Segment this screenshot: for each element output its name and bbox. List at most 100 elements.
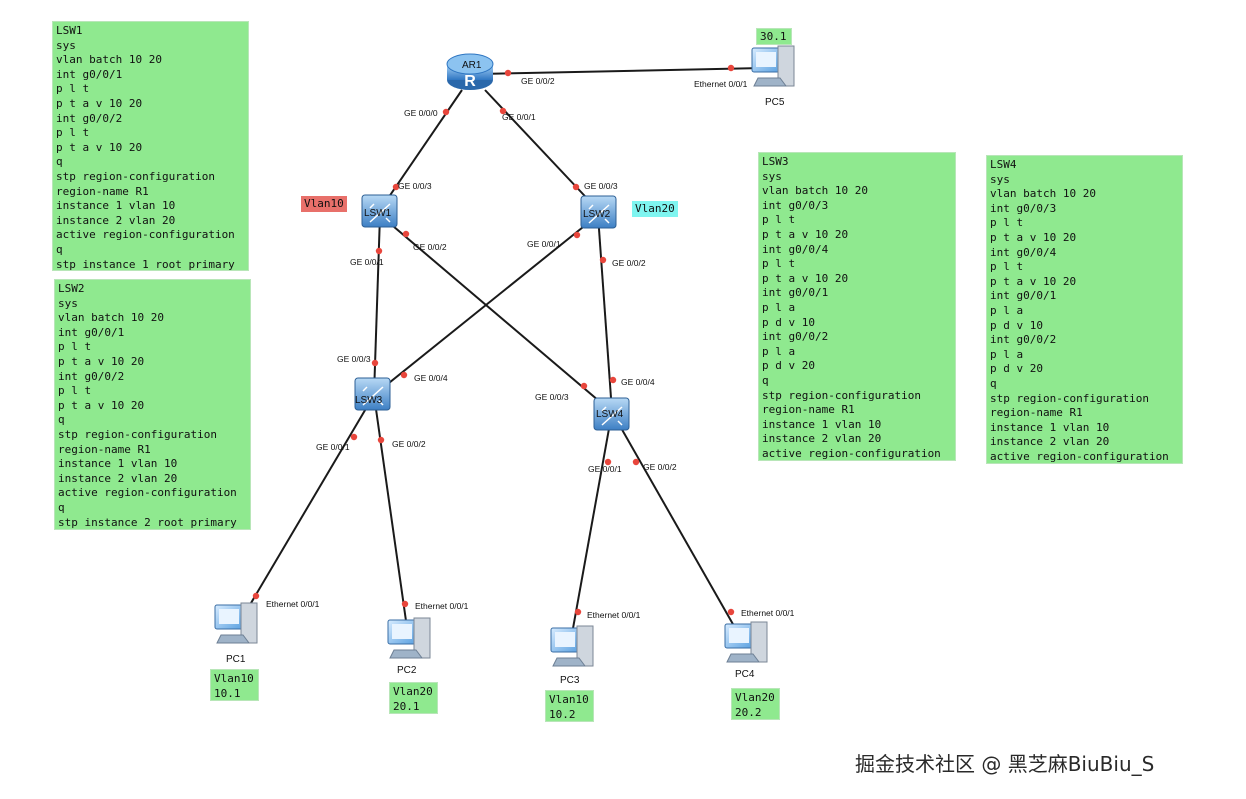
port-label-lsw3-ge003: GE 0/0/3 <box>337 354 371 364</box>
config-line: instance 1 vlan 10 <box>990 420 1110 434</box>
config-line: region-name R1 <box>762 403 855 417</box>
config-line: region-name R1 <box>990 406 1083 420</box>
config-line: int g0/0/1 <box>990 289 1057 303</box>
config-line: LSW4 <box>990 158 1017 171</box>
config-line: instance 1 vlan 10 <box>56 199 176 213</box>
pc-pc2[interactable]: PC2 <box>387 617 431 676</box>
config-line: p t a v 10 20 <box>58 398 145 412</box>
config-line: p l t <box>762 257 796 271</box>
config-line: instance 2 vlan 20 <box>990 435 1110 449</box>
config-line: 10.2 <box>549 707 576 721</box>
link-lsw2-lsw3 <box>373 214 599 396</box>
config-line: p t a v 10 20 <box>990 274 1077 288</box>
config-line: int g0/0/1 <box>56 67 123 81</box>
pc-pc1[interactable]: PC1 <box>214 602 258 665</box>
port-label-pc2-eth: Ethernet 0/0/1 <box>415 601 469 611</box>
config-line: p l t <box>58 384 92 398</box>
link-lsw1-lsw3 <box>373 214 381 396</box>
port-label-lsw1-ge002: GE 0/0/2 <box>413 242 447 252</box>
config-line: p l a <box>762 344 796 358</box>
config-line: stp instance 1 root primary <box>56 257 235 271</box>
link-lsw2-lsw4 <box>597 214 613 413</box>
port-label-lsw2-ge002: GE 0/0/2 <box>612 258 646 268</box>
links <box>237 67 766 646</box>
port-label-lsw4-ge001: GE 0/0/1 <box>588 464 622 474</box>
config-line: Vlan20 <box>393 685 433 698</box>
config-line: p t a v 10 20 <box>762 271 849 285</box>
config-line: p d v 10 <box>990 318 1043 332</box>
link-lsw4-pc4 <box>611 411 743 641</box>
config-line: int g0/0/2 <box>990 333 1057 347</box>
config-line: p l t <box>56 82 90 96</box>
config-line: q <box>58 413 65 427</box>
device-label-lsw3: LSW3 <box>355 395 383 406</box>
config-line: stp region-configuration <box>56 169 215 183</box>
config-line: instance 2 vlan 20 <box>56 213 176 227</box>
config-line: stp region-configuration <box>58 427 217 441</box>
config-line: 20.2 <box>735 705 762 719</box>
config-line: int g0/0/3 <box>762 198 829 212</box>
config-line: p t a v 10 20 <box>56 140 143 154</box>
pc-pc4[interactable]: PC4 <box>724 621 768 680</box>
link-lsw3-pc2 <box>373 394 409 636</box>
config-line: LSW3 <box>762 155 789 168</box>
config-line: stp region-configuration <box>990 391 1149 405</box>
port-label-lsw4-ge004: GE 0/0/4 <box>621 377 655 387</box>
config-line: active region-configuration <box>990 449 1169 463</box>
config-line: vlan batch 10 20 <box>58 311 164 325</box>
port-label-lsw1-ge001: GE 0/0/1 <box>350 257 384 267</box>
port-label-lsw3-ge002: GE 0/0/2 <box>392 439 426 449</box>
config-line: sys <box>990 172 1010 186</box>
config-line: p l a <box>762 300 796 314</box>
port-label-pc3-eth: Ethernet 0/0/1 <box>587 610 641 620</box>
config-line: int g0/0/4 <box>990 245 1057 259</box>
config-line: q <box>56 242 63 256</box>
config-line: p l t <box>58 340 92 354</box>
link-lsw3-pc1 <box>237 394 375 626</box>
switch-icon <box>369 203 391 223</box>
config-line: 30.1 <box>760 30 787 43</box>
config-line: 10.1 <box>214 686 241 700</box>
switch-lsw1[interactable]: LSW1 <box>361 194 398 228</box>
pc-pc3[interactable]: PC3 <box>550 625 594 686</box>
switch-lsw3[interactable]: LSW3 <box>354 377 391 411</box>
device-label-pc5: PC5 <box>765 97 785 108</box>
switch-lsw4[interactable]: LSW4 <box>593 397 630 431</box>
config-line: sys <box>58 296 78 310</box>
config-line: region-name R1 <box>58 442 151 456</box>
port-label-pc5-eth: Ethernet 0/0/1 <box>694 79 748 89</box>
config-line: instance 1 vlan 10 <box>58 457 178 471</box>
link-lsw1-lsw4 <box>379 214 613 413</box>
pc-pc5[interactable]: PC5 <box>751 45 795 108</box>
config-line: instance 1 vlan 10 <box>762 417 882 431</box>
config-line: Vlan10 <box>214 672 254 685</box>
config-line: p d v 20 <box>762 359 815 373</box>
config-line: LSW2 <box>58 282 85 295</box>
switch-lsw2[interactable]: LSW2 <box>580 195 617 229</box>
router-ar1[interactable]: R AR1 <box>446 53 494 90</box>
config-line: int g0/0/2 <box>56 111 123 125</box>
config-line: sys <box>56 38 76 52</box>
config-line: 20.1 <box>393 699 420 713</box>
config-line: active region-configuration <box>58 486 237 500</box>
config-line: p d v 20 <box>990 362 1043 376</box>
config-line: p l t <box>990 260 1024 274</box>
config-line: stp region-configuration <box>762 388 921 402</box>
config-line: p t a v 10 20 <box>990 230 1077 244</box>
config-line: int g0/0/4 <box>762 242 829 256</box>
config-line: p l a <box>990 347 1024 361</box>
config-line: instance 2 vlan 20 <box>58 471 178 485</box>
port-label-ar1-ge002: GE 0/0/2 <box>521 76 555 86</box>
config-line: sys <box>762 169 782 183</box>
config-line: Vlan20 <box>735 691 775 704</box>
device-label-lsw4: LSW4 <box>596 409 624 420</box>
device-label-pc1: PC1 <box>226 654 246 665</box>
config-line: region-name R1 <box>56 184 149 198</box>
device-label-lsw2: LSW2 <box>583 209 611 220</box>
